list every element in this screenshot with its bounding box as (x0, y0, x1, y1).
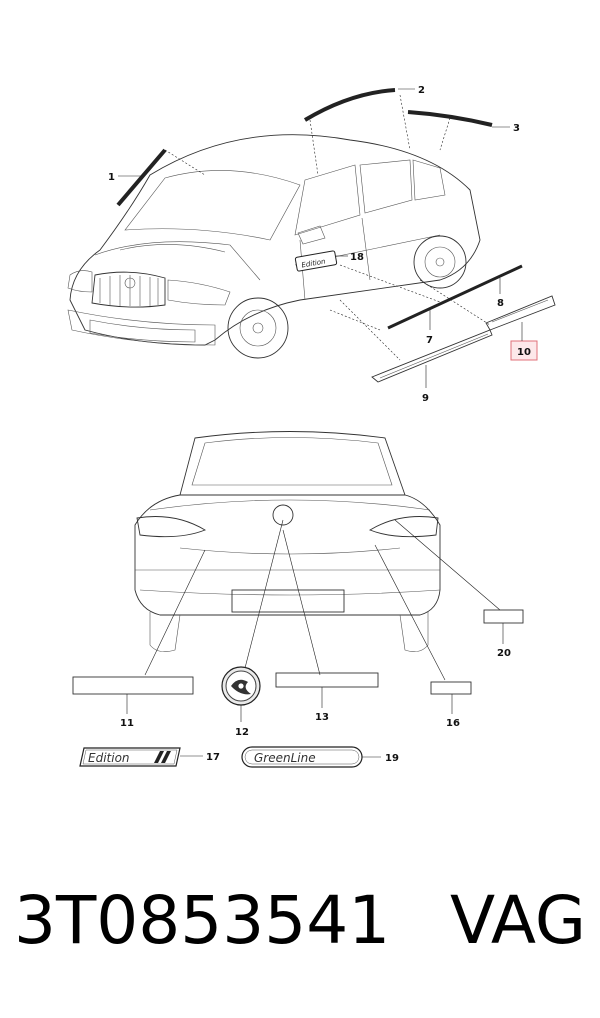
callout-9: 9 (422, 393, 429, 404)
callout-13: 13 (315, 712, 329, 723)
callout-10-highlight (510, 340, 538, 361)
sill-strips (371, 264, 556, 383)
callout-16: 16 (446, 718, 460, 729)
callout-12: 12 (235, 727, 249, 738)
callout-11: 11 (120, 718, 134, 729)
greenline-badge-19: GreenLine (241, 746, 381, 768)
callout-3: 3 (513, 123, 520, 134)
rear-car-illustration (134, 431, 441, 652)
callout-18: 18 (350, 252, 364, 263)
callout-17: 17 (206, 752, 220, 763)
part-number: 3T0853541 (14, 882, 391, 959)
front-car-illustration (67, 134, 481, 359)
callout-19: 19 (385, 753, 399, 764)
door-badge-18: Edition (294, 250, 338, 272)
guide-lines-front (164, 94, 491, 361)
guide-lines-rear (144, 519, 501, 681)
callout-7: 7 (426, 335, 433, 346)
callout-10: 10 (517, 347, 531, 358)
roof-trim-strips (116, 88, 493, 207)
rear-parts (72, 609, 524, 706)
callout-2: 2 (418, 85, 425, 96)
callouts: 1 2 3 7 8 9 10 11 12 13 16 17 18 19 20 (108, 85, 538, 764)
edition-badge-17: Edition (79, 747, 203, 767)
edition-badge-label: Edition (88, 751, 130, 765)
callout-1: 1 (108, 172, 115, 183)
callout-8: 8 (497, 298, 504, 309)
greenline-badge-label: GreenLine (254, 751, 316, 765)
brand-label: VAG (449, 882, 586, 959)
callout-20: 20 (497, 648, 511, 659)
